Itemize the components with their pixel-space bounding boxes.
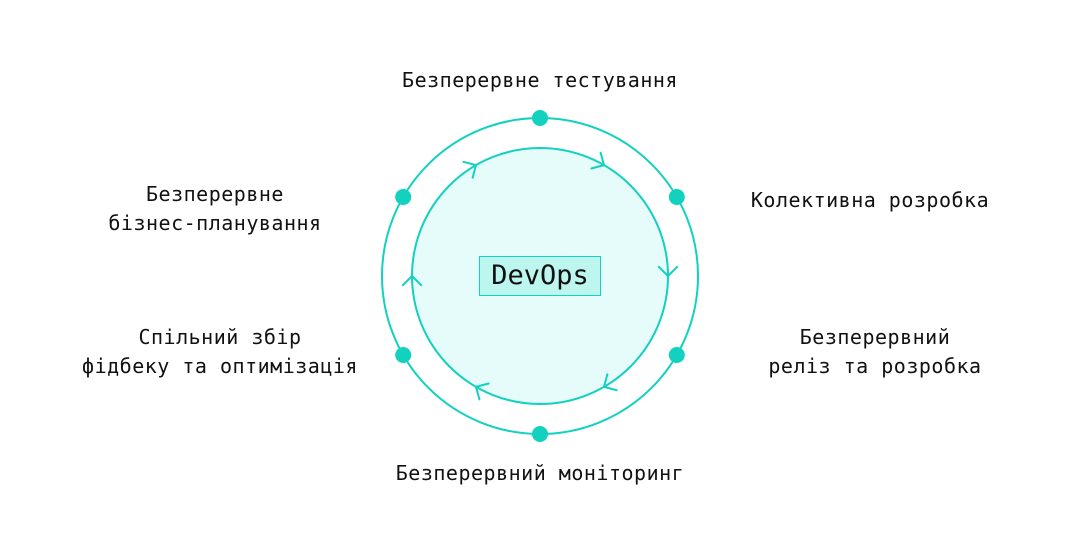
stage-label-line: Безперервне [146,182,284,206]
flow-arrow-icon [603,373,618,392]
flow-arrow-icon [475,382,490,401]
stage-label-line: фідбеку та оптимізація [82,354,358,378]
flow-arrow-icon [462,160,477,179]
flow-arrows [401,151,679,401]
stage-marker-dot [532,110,548,126]
stage-label-line: Безперервний моніторинг [395,461,685,485]
stage-marker-dot [532,426,548,442]
stage-label-collaborative-development: Колективна розробка [720,186,1020,215]
stage-label-line: бізнес-планування [108,211,322,235]
stage-label-business-planning: Безперервне бізнес-планування [60,180,370,238]
stage-label-feedback-optimization: Спільний збір фідбеку та оптимізація [40,323,400,381]
stage-marker-dot [668,347,685,363]
flow-arrow-icon [657,265,679,277]
devops-center-label: DevOps [479,256,601,296]
flow-arrow-icon [401,275,423,287]
stage-label-line: реліз та розробка [768,354,982,378]
stage-label-line: Колективна розробка [750,188,990,212]
stage-label-line: Безперервний [799,325,951,349]
stage-markers [395,110,685,442]
stage-marker-dot [668,189,685,205]
stage-marker-dot [395,347,412,363]
stage-label-line: Спільний збір [138,325,302,349]
stage-label-continuous-release: Безперервний реліз та розробка [730,323,1020,381]
stage-label-continuous-testing: Безперервне тестування [340,66,740,95]
flow-arrow-icon [590,151,605,170]
stage-marker-dot [395,189,412,205]
stage-label-continuous-monitoring: Безперервний моніторинг [340,459,740,488]
stage-label-line: Безперервне тестування [402,68,678,92]
